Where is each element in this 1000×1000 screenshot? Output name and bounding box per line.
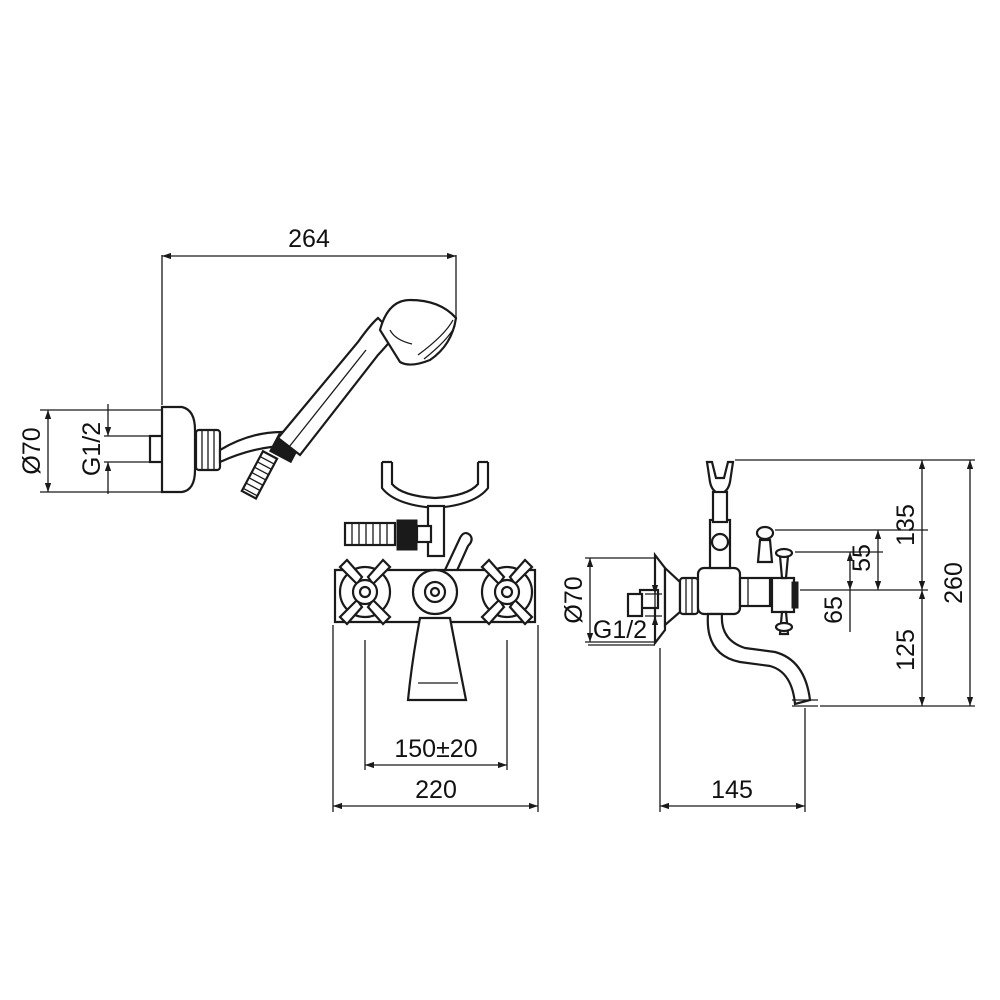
dimension-center-distance: 150±20 [394,735,477,763]
dimension-thread-right: G1/2 [593,616,647,644]
dimension-264: 264 [288,225,330,253]
dimension-diameter-left: Ø70 [18,427,46,474]
side-body [696,566,742,616]
handset-cradle [380,462,490,510]
front-spout [406,616,468,702]
hose-left [240,449,279,500]
dimension-thread-left: G1/2 [78,422,106,476]
dimension-total-height: 260 [940,562,968,604]
side-cradle [705,460,735,496]
dimension-handle-offset: 65 [820,596,848,624]
side-view: Ø70 G1/2 145 135 55 65 125 260 [560,459,975,812]
cross-handle-right [480,558,534,626]
side-spout [706,612,812,706]
cross-handle-left [338,558,392,626]
diverter-lever [443,531,473,577]
dimension-upper-height: 135 [892,504,920,546]
dimension-handle-height: 55 [848,544,876,572]
hose-front [343,521,397,547]
handshower-view: 264 Ø70 G1/2 [18,225,458,500]
dimension-spout-height: 125 [892,629,920,671]
front-view: 150±20 220 [332,460,539,812]
dimension-diameter-right: Ø70 [560,576,588,623]
center-knob [411,568,459,616]
dimension-projection: 145 [711,776,753,804]
wall-bracket [160,405,197,494]
dimension-overall-width: 220 [415,776,457,804]
